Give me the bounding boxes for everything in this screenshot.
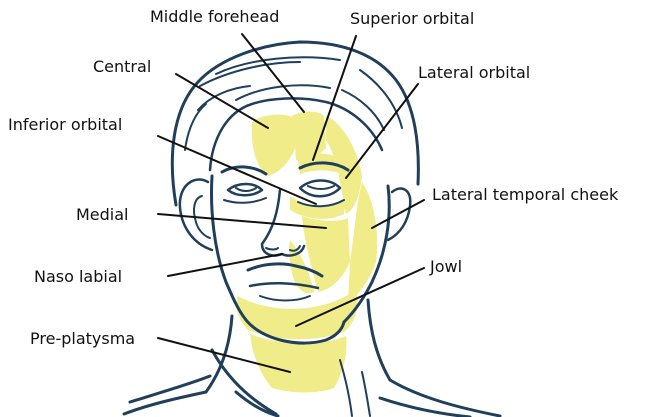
label-superior-orbital: Superior orbital bbox=[350, 9, 474, 28]
lower-lip bbox=[260, 296, 310, 301]
label-lateral-orbital: Lateral orbital bbox=[418, 63, 530, 82]
label-inferior-orbital: Inferior orbital bbox=[8, 115, 122, 134]
label-central: Central bbox=[93, 57, 151, 76]
label-lateral-temporal-cheek: Lateral temporal cheek bbox=[432, 185, 619, 204]
leader-central bbox=[176, 74, 268, 128]
right-collar bbox=[380, 380, 500, 417]
label-naso-labial: Naso labial bbox=[34, 267, 122, 286]
mustache bbox=[248, 264, 322, 276]
label-medial: Medial bbox=[76, 205, 129, 224]
leader-lateral-temporal-cheek bbox=[372, 200, 424, 228]
inferior-orbital-pad bbox=[290, 196, 346, 219]
shirt-detail bbox=[340, 360, 370, 416]
left-ear bbox=[180, 180, 212, 250]
label-jowl: Jowl bbox=[429, 257, 462, 276]
left-eye bbox=[228, 184, 262, 195]
label-middle-forehead: Middle forehead bbox=[150, 7, 279, 26]
central-forehead-pad bbox=[252, 115, 296, 176]
fat-compartments bbox=[236, 112, 377, 393]
left-collar bbox=[124, 376, 210, 414]
neck-right bbox=[368, 300, 390, 380]
label-pre-platysma: Pre-platysma bbox=[30, 329, 135, 348]
